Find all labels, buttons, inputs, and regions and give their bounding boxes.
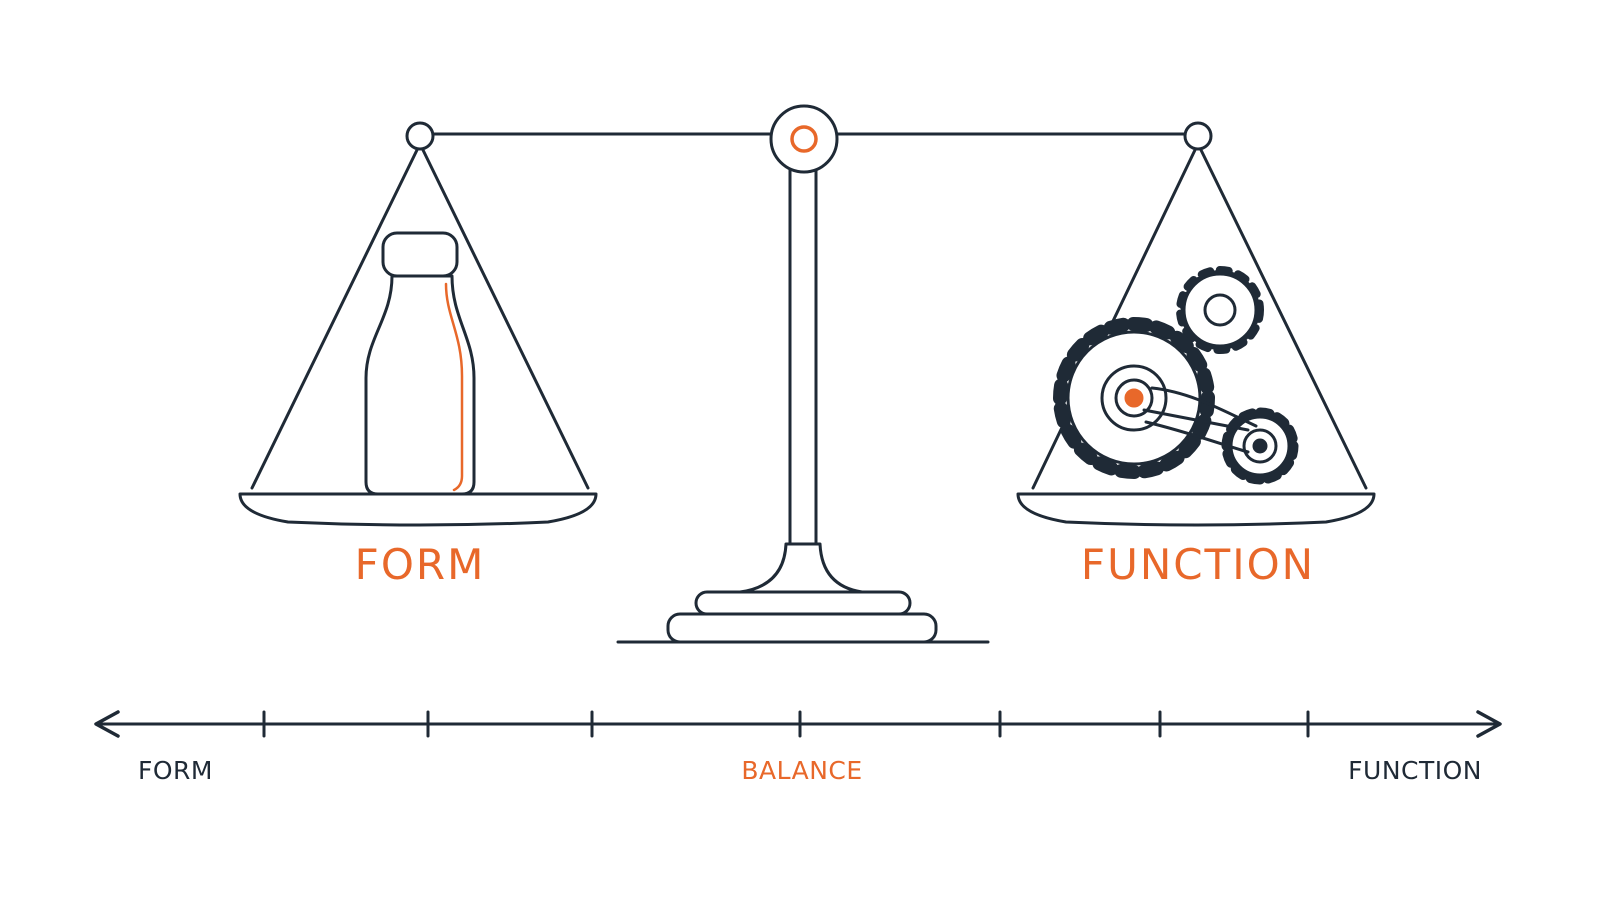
axis-right-arrowhead xyxy=(1476,710,1502,738)
pivot-ring-icon xyxy=(769,104,839,174)
right-pan-label: FUNCTION xyxy=(1080,540,1316,589)
right-pan-assembly xyxy=(1016,148,1376,527)
large-gear-icon xyxy=(1053,317,1215,479)
axis-left-label: FORM xyxy=(138,756,213,785)
left-beam-hinge xyxy=(405,121,435,151)
axis-center-label: BALANCE xyxy=(741,756,863,785)
axis-left-arrowhead xyxy=(94,710,120,738)
left-pan-label: FORM xyxy=(354,540,486,589)
small-top-gear-icon xyxy=(1176,266,1264,354)
form-function-axis xyxy=(94,710,1502,738)
scale-pillar xyxy=(788,166,818,546)
scale-base-upper xyxy=(694,590,912,616)
small-bottom-gear-icon xyxy=(1221,407,1299,485)
left-pan xyxy=(238,492,598,527)
left-pan-assembly xyxy=(238,148,598,527)
gear-link-arm xyxy=(1142,386,1258,432)
scale-base-neck xyxy=(738,542,864,594)
gears-icon xyxy=(1053,266,1299,485)
scale-base-lower xyxy=(666,612,938,644)
right-pan xyxy=(1016,492,1376,527)
bottle-icon xyxy=(364,231,476,496)
axis-right-label: FUNCTION xyxy=(1348,756,1482,785)
right-beam-hinge xyxy=(1183,121,1213,151)
